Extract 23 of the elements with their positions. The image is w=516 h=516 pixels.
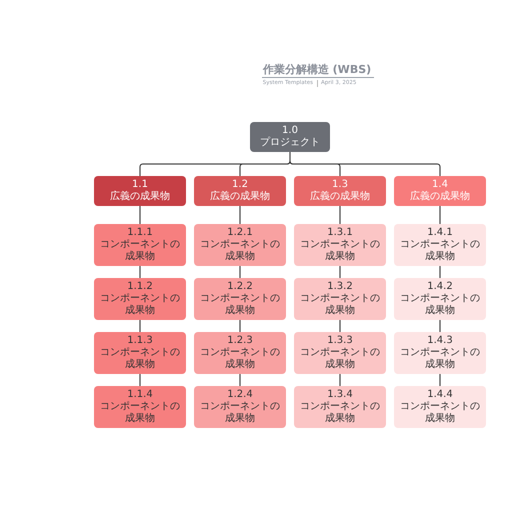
- component-box: 1.3.4 コンポーネントの成果物: [294, 386, 386, 428]
- component-box: 1.3.3 コンポーネントの成果物: [294, 332, 386, 374]
- component-box: 1.4.3 コンポーネントの成果物: [394, 332, 486, 374]
- deliverable-box: 1.3 広義の成果物: [294, 176, 386, 206]
- root-box: 1.0 プロジェクト: [250, 122, 330, 152]
- component-box: 1.4.4 コンポーネントの成果物: [394, 386, 486, 428]
- component-box: 1.4.1 コンポーネントの成果物: [394, 224, 486, 266]
- deliverable-box: 1.4 広義の成果物: [394, 176, 486, 206]
- component-box: 1.1.4 コンポーネントの成果物: [94, 386, 186, 428]
- component-box: 1.2.4 コンポーネントの成果物: [194, 386, 286, 428]
- component-box: 1.1.1 コンポーネントの成果物: [94, 224, 186, 266]
- component-box: 1.1.2 コンポーネントの成果物: [94, 278, 186, 320]
- title: 作業分解構造 (WBS): [262, 62, 372, 77]
- component-box: 1.4.2 コンポーネントの成果物: [394, 278, 486, 320]
- component-box: 1.3.2 コンポーネントの成果物: [294, 278, 386, 320]
- component-box: 1.1.3 コンポーネントの成果物: [94, 332, 186, 374]
- component-box: 1.2.3 コンポーネントの成果物: [194, 332, 286, 374]
- deliverable-box: 1.2 広義の成果物: [194, 176, 286, 206]
- component-box: 1.2.1 コンポーネントの成果物: [194, 224, 286, 266]
- component-box: 1.3.1 コンポーネントの成果物: [294, 224, 386, 266]
- deliverable-box: 1.1 広義の成果物: [94, 176, 186, 206]
- connector-line: [290, 152, 440, 176]
- component-box: 1.2.2 コンポーネントの成果物: [194, 278, 286, 320]
